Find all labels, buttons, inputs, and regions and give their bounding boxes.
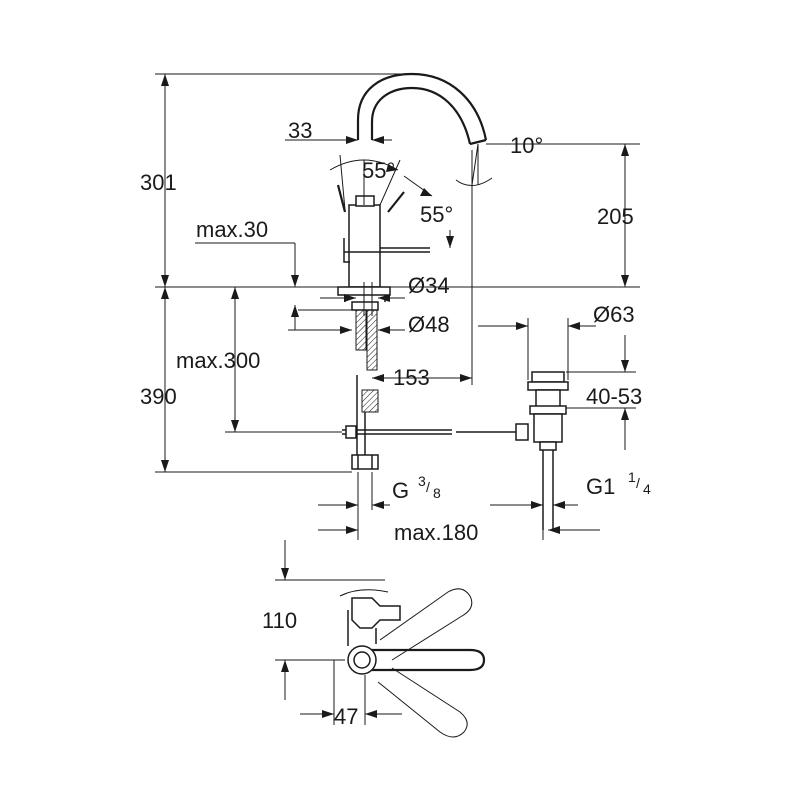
label-390: 390 xyxy=(140,384,177,409)
hose-right xyxy=(366,309,378,371)
spout-inner xyxy=(370,86,472,145)
label-153: 153 xyxy=(393,365,430,390)
lever-ghost-lower xyxy=(377,667,468,738)
faucet-side-view xyxy=(336,72,518,470)
label-dia34: Ø34 xyxy=(408,273,450,298)
label-dia63: Ø63 xyxy=(593,302,635,327)
label-g-3-8-num: 3 xyxy=(418,473,426,489)
faucet-body xyxy=(348,204,381,288)
label-dia48: Ø48 xyxy=(408,312,450,337)
label-55-top: 55° xyxy=(362,158,395,183)
label-max180: max.180 xyxy=(394,520,478,545)
dimension-lines xyxy=(155,73,640,540)
label-55-right: 55° xyxy=(420,202,453,227)
lever xyxy=(343,238,350,263)
label-205: 205 xyxy=(597,204,634,229)
label-33: 33 xyxy=(288,118,312,143)
drain-lever-nut xyxy=(515,423,529,441)
label-max300: max.300 xyxy=(176,348,260,373)
label-g-3-8-den: 8 xyxy=(433,485,441,501)
label-g1-1-4-den: 4 xyxy=(643,481,651,497)
svg-text:/: / xyxy=(426,479,430,495)
svg-text:/: / xyxy=(636,475,640,491)
label-301: 301 xyxy=(140,170,177,195)
faucet-cap xyxy=(355,195,375,207)
drain-cap xyxy=(531,371,565,383)
label-10-degree: 10° xyxy=(510,133,543,158)
faucet-top-view xyxy=(275,540,486,738)
hose-left xyxy=(355,309,367,351)
label-g-3-8: G xyxy=(392,478,409,503)
hose-connector xyxy=(351,454,379,470)
label-g1-1-4-num: 1 xyxy=(628,469,636,485)
lever-angle-line-left xyxy=(336,184,347,213)
lever-top xyxy=(358,648,486,672)
label-40-53: 40-53 xyxy=(586,384,642,409)
body-top-outline xyxy=(351,597,401,629)
dimension-labels: 301 33 55° 55° 10° 205 max.30 Ø34 Ø48 Ø6… xyxy=(140,118,651,729)
lever-angle-line-right xyxy=(387,191,405,213)
shank xyxy=(351,301,379,311)
label-max30: max.30 xyxy=(196,217,268,242)
label-110: 110 xyxy=(262,608,297,633)
label-g1-1-4: G1 xyxy=(586,474,615,499)
lever-ghost-upper xyxy=(379,588,473,661)
spout-tip xyxy=(469,138,487,146)
waste-drain xyxy=(515,371,569,530)
label-47: 47 xyxy=(334,704,358,729)
